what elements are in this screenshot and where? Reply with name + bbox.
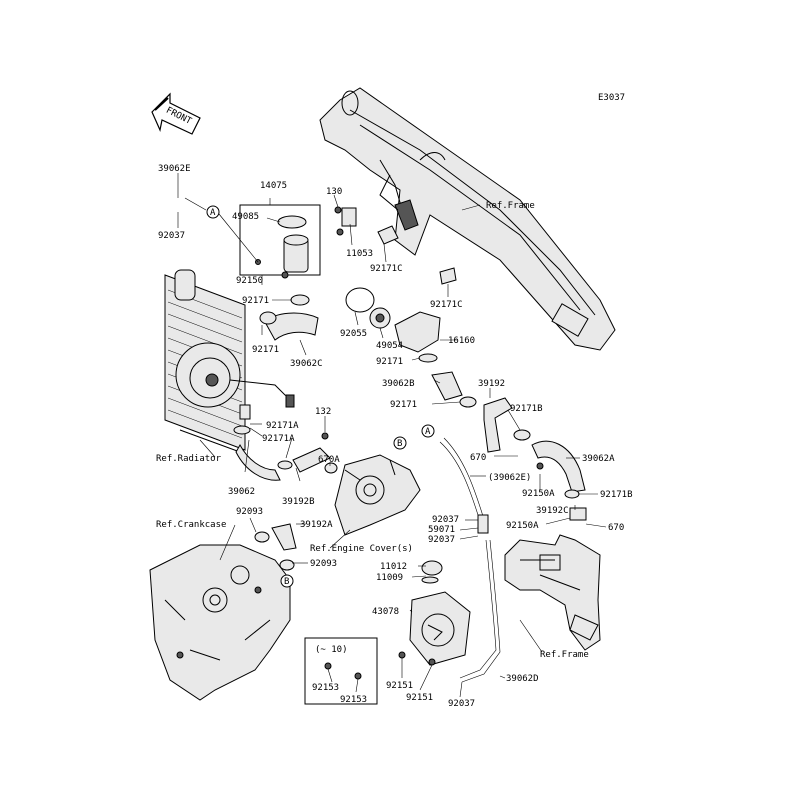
part-label: 92171B <box>600 490 633 500</box>
ref-crankcase: Ref.Crankcase <box>156 520 226 530</box>
part-label: 132 <box>315 407 331 417</box>
ref-radiator: Ref.Radiator <box>156 454 222 464</box>
part-label: 39192C <box>536 506 569 516</box>
inset-part-right: 92153 <box>340 695 367 705</box>
ref-frame-bottom: Ref.Frame <box>540 650 589 660</box>
part-label: (39062E) <box>488 473 531 483</box>
leader-lines <box>177 173 607 698</box>
callout-marker-a-bottom: A <box>421 424 435 438</box>
part-label: 92037 <box>448 699 475 709</box>
frame-top-drawing <box>319 87 616 351</box>
pump-cover-drawing <box>321 307 587 521</box>
part-label: 92171 <box>376 357 403 367</box>
part-label: 92151 <box>386 681 413 691</box>
svg-text:A: A <box>210 208 216 218</box>
part-label: 670 <box>470 453 486 463</box>
part-label: 92171A <box>262 434 295 444</box>
part-label: 92171B <box>510 404 543 414</box>
svg-text:B: B <box>284 577 289 587</box>
pump-bottom-drawing <box>398 437 501 683</box>
inset-box: (~ 10) 92153 92153 <box>304 637 378 705</box>
part-label: 11009 <box>376 573 403 583</box>
frame-bolts-drawing <box>334 206 457 285</box>
callout-marker-b-top: B <box>393 436 407 450</box>
diagram-id: E3037 <box>598 93 625 103</box>
part-label: 130 <box>326 187 342 197</box>
part-label: 92171C <box>430 300 463 310</box>
inset-title: (~ 10) <box>315 645 348 655</box>
part-label: 14075 <box>260 181 287 191</box>
part-label: 92171 <box>390 400 417 410</box>
part-label: 16160 <box>448 336 475 346</box>
part-label: 92171 <box>242 296 269 306</box>
inset-part-left: 92153 <box>312 683 339 693</box>
part-label: 92151 <box>406 693 433 703</box>
ref-frame-top: Ref.Frame <box>486 201 535 211</box>
part-label: 92093 <box>236 507 263 517</box>
engine-cover-drawing <box>334 454 421 536</box>
part-label: 670A <box>318 455 340 465</box>
part-label: 39062 <box>228 487 255 497</box>
callout-marker-b-bottom: B <box>280 574 294 588</box>
part-label: 39192 <box>478 379 505 389</box>
radiator-drawing <box>164 269 295 453</box>
part-label: 39062D <box>506 674 539 684</box>
part-label: 92037 <box>432 515 459 525</box>
frame-bottom-drawing <box>504 534 601 651</box>
ref-engine-cover: Ref.Engine Cover(s) <box>310 544 413 554</box>
part-label: 49085 <box>232 212 259 222</box>
part-label: 92171A <box>266 421 299 431</box>
part-label: 11053 <box>346 249 373 259</box>
part-label: 59071 <box>428 525 455 535</box>
front-arrow-icon: FRONT <box>151 92 201 135</box>
callout-marker-a-top: A <box>206 205 220 219</box>
radiator-hoses-drawing <box>233 425 338 571</box>
part-label: 92150A <box>522 489 555 499</box>
part-label: 92171C <box>370 264 403 274</box>
part-label: 39062B <box>382 379 415 389</box>
part-label: 11012 <box>380 562 407 572</box>
part-label: 670 <box>608 523 624 533</box>
part-label: 39062E <box>158 164 191 174</box>
part-label: 92150A <box>506 521 539 531</box>
part-label: 92150 <box>236 276 263 286</box>
part-label: 39192A <box>300 520 333 530</box>
part-label: 92171 <box>252 345 279 355</box>
part-label: 43078 <box>372 607 399 617</box>
svg-text:B: B <box>397 439 402 449</box>
part-label: 92037 <box>158 231 185 241</box>
crankcase-drawing <box>149 544 291 701</box>
thermostat-housing-drawing <box>239 204 375 341</box>
part-label: 92037 <box>428 535 455 545</box>
part-label: 39062A <box>582 454 615 464</box>
svg-text:A: A <box>425 427 431 437</box>
part-label: 39192B <box>282 497 315 507</box>
part-label: 92093 <box>310 559 337 569</box>
part-label: 92055 <box>340 329 367 339</box>
part-label: 49054 <box>376 341 403 351</box>
part-label: 39062C <box>290 359 323 369</box>
